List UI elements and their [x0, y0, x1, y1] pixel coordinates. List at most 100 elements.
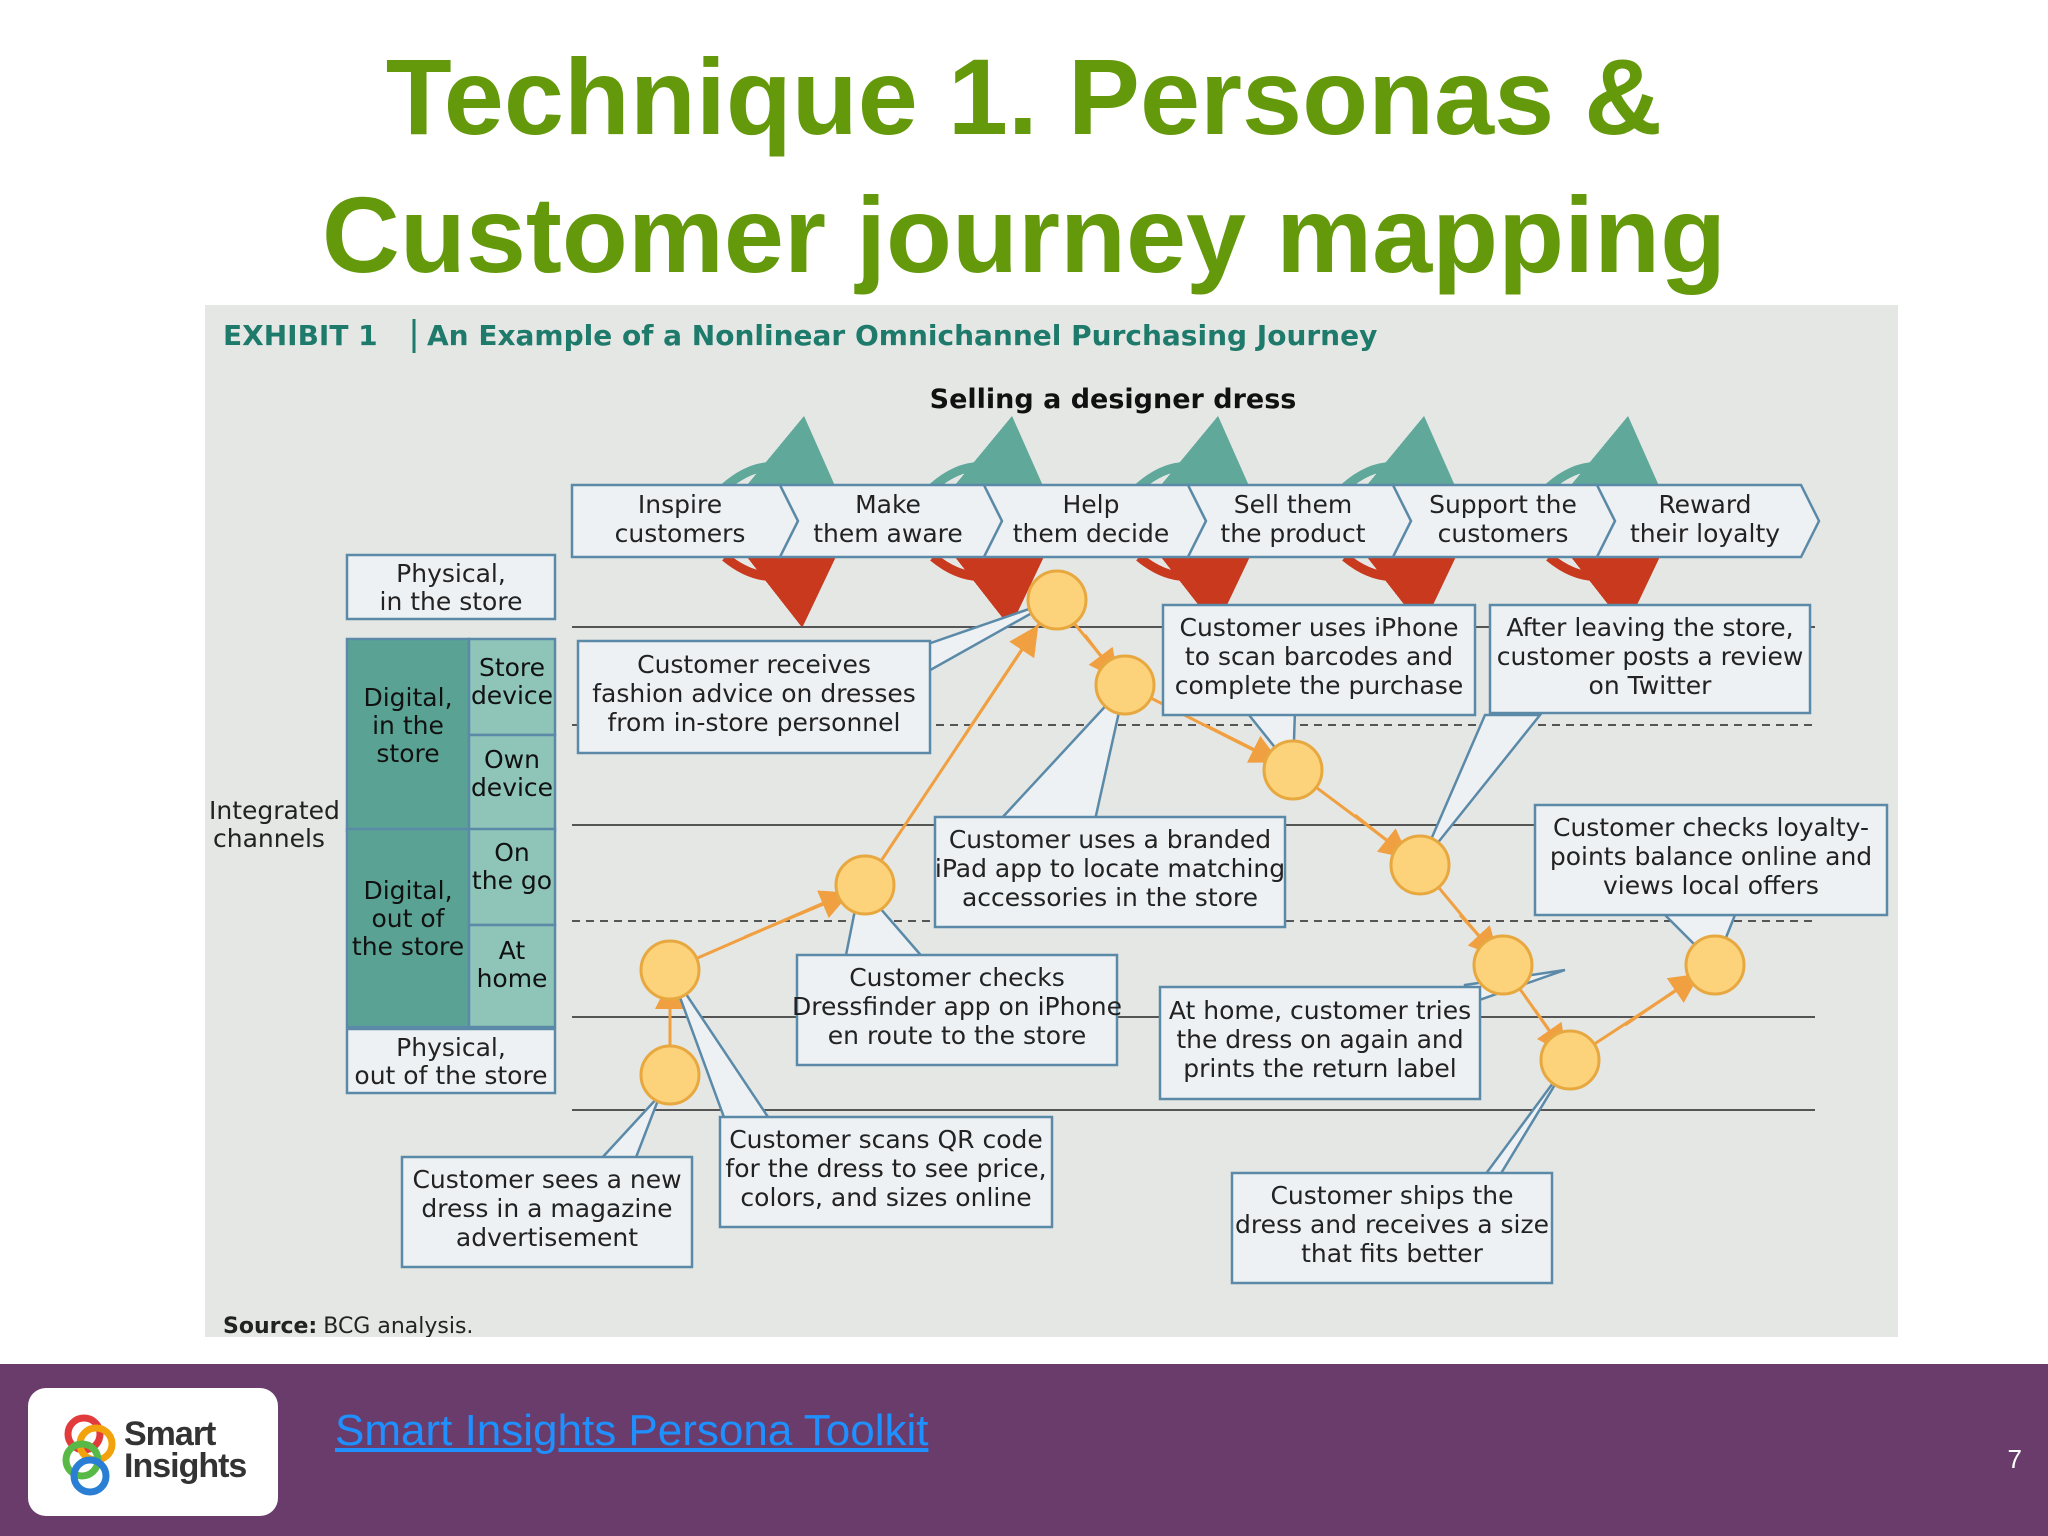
callout-qr-line-3: colors, and sizes online — [740, 1183, 1031, 1212]
slide-title: Technique 1. Personas & Customer journey… — [0, 28, 2048, 304]
exhibit-title: An Example of a Nonlinear Omnichannel Pu… — [427, 319, 1377, 352]
callout-loyalty — [1533, 803, 1889, 917]
callout-magazine-line-1: Customer sees a new — [412, 1165, 681, 1194]
node-dressfinder — [834, 854, 896, 916]
diagram-subtitle: Selling a designer dress — [930, 384, 1297, 415]
callout-ships — [1230, 1171, 1554, 1285]
channel-physical-in-line-2: in the store — [380, 587, 523, 616]
callout-loyalty-line-2: points balance online and — [1550, 842, 1872, 871]
stage-6-line-1: Reward — [1658, 490, 1751, 519]
stage-4-line-1: Sell them — [1234, 490, 1352, 519]
source-label: Source: — [223, 1314, 317, 1337]
slide-title-line-1: Technique 1. Personas & — [385, 36, 1663, 157]
callout-iphone-line-3: complete the purchase — [1175, 671, 1463, 700]
callout-fashion — [576, 639, 932, 755]
callout-ships-line-3: that fits better — [1301, 1239, 1483, 1268]
stage-1-line-1: Inspire — [638, 490, 722, 519]
channel-store-device-line-1: Store — [479, 653, 545, 682]
slide-title-line-2: Customer journey mapping — [321, 174, 1727, 295]
footer-bar: Smart Insights Smart Insights Persona To… — [0, 1364, 2048, 1536]
callout-qr — [718, 1115, 1054, 1229]
stage-5-line-1: Support the — [1429, 490, 1577, 519]
channel-digital-out-line-3: the store — [352, 932, 464, 961]
callout-twitter-line-3: on Twitter — [1589, 671, 1713, 700]
channel-at-home-line-1: At — [499, 936, 526, 965]
integrated-channels-line-2: channels — [213, 824, 325, 853]
node-magazine — [639, 1044, 701, 1106]
smart-insights-logo: Smart Insights — [28, 1388, 278, 1516]
callout-twitter-line-1: After leaving the store, — [1506, 613, 1793, 642]
exhibit-label: EXHIBIT 1 — [223, 319, 378, 352]
callout-ipad-line-2: iPad app to locate matching — [935, 854, 1285, 883]
node-fashion — [1026, 569, 1088, 631]
channel-digital-out-line-2: out of — [372, 904, 446, 933]
callout-tries-line-3: prints the return label — [1183, 1054, 1457, 1083]
channel-store-device-line-2: device — [471, 681, 553, 710]
channel-physical-in-line-1: Physical, — [396, 559, 506, 588]
callout-fashion-line-3: from in-store personnel — [608, 708, 901, 737]
channel-own-device-line-1: Own — [484, 745, 540, 774]
journey-nodes — [639, 569, 1746, 1106]
callout-ships-line-1: Customer ships the — [1270, 1181, 1513, 1210]
stage-chevron-6 — [1594, 483, 1821, 559]
callout-leaders — [597, 598, 1737, 1177]
callout-magazine-line-2: dress in a magazine — [421, 1194, 672, 1223]
stage-2-line-1: Make — [855, 490, 921, 519]
channel-labels: Physical, in the store Digital, in the s… — [209, 553, 557, 1095]
source-note: Source:BCG analysis. — [223, 1314, 473, 1337]
callout-tries — [1158, 985, 1482, 1101]
node-qr — [639, 939, 701, 1001]
callout-qr-line-2: for the dress to see price, — [725, 1154, 1046, 1183]
callout-dressfinder — [795, 953, 1119, 1067]
stage-3-line-1: Help — [1063, 490, 1120, 519]
callout-loyalty-line-1: Customer checks loyalty- — [1553, 813, 1869, 842]
node-loyalty — [1684, 934, 1746, 996]
callout-ipad-line-3: accessories in the store — [962, 883, 1258, 912]
channel-on-the-go-line-1: On — [494, 838, 530, 867]
callout-qr-line-1: Customer scans QR code — [729, 1125, 1043, 1154]
stage-4-line-2: the product — [1220, 519, 1365, 548]
callout-twitter — [1488, 603, 1812, 715]
callout-dressfinder-line-2: Dressfinder app on iPhone — [792, 992, 1122, 1021]
exhibit-image: EXHIBIT 1 An Example of a Nonlinear Omni… — [205, 305, 1898, 1337]
callout-magazine — [400, 1155, 694, 1269]
stage-3-line-2: them decide — [1013, 519, 1170, 548]
callout-dressfinder-line-1: Customer checks — [849, 963, 1065, 992]
channel-digital-out-line-1: Digital, — [363, 876, 452, 905]
journey-diagram: EXHIBIT 1 An Example of a Nonlinear Omni… — [209, 319, 1889, 1337]
stage-6-line-2: their loyalty — [1630, 519, 1780, 548]
logo-word-1: Smart — [124, 1415, 216, 1453]
callout-fashion-line-2: fashion advice on dresses — [592, 679, 916, 708]
stage-2-line-2: them aware — [813, 519, 963, 548]
channel-on-the-go-line-2: the go — [472, 866, 552, 895]
callout-iphone — [1161, 603, 1477, 717]
callout-iphone-line-1: Customer uses iPhone — [1180, 613, 1459, 642]
channel-digital-in-line-1: Digital, — [363, 683, 452, 712]
persona-toolkit-link[interactable]: Smart Insights Persona Toolkit — [335, 1406, 929, 1455]
channel-at-home-line-2: home — [477, 964, 548, 993]
node-ships — [1539, 1029, 1601, 1091]
node-tries — [1472, 934, 1534, 996]
callout-twitter-line-2: customer posts a review — [1497, 642, 1804, 671]
callout-tries-line-2: the dress on again and — [1176, 1025, 1463, 1054]
channel-physical-out-line-1: Physical, — [396, 1033, 506, 1062]
channel-own-device-line-2: device — [471, 773, 553, 802]
node-iphone — [1262, 739, 1324, 801]
callout-iphone-line-2: to scan barcodes and — [1185, 642, 1453, 671]
node-twitter — [1389, 834, 1451, 896]
stage-chevrons — [570, 483, 1821, 559]
node-ipad — [1094, 654, 1156, 716]
callout-magazine-line-3: advertisement — [456, 1223, 638, 1252]
channel-physical-out-line-2: out of the store — [354, 1061, 547, 1090]
callout-ships-line-2: dress and receives a size — [1235, 1210, 1549, 1239]
integrated-channels-line-1: Integrated — [209, 796, 340, 825]
logo-rings-icon — [62, 1414, 116, 1496]
logo-word-2: Insights — [124, 1447, 247, 1485]
callout-dressfinder-line-3: en route to the store — [828, 1021, 1086, 1050]
channel-digital-in-line-2: in the — [372, 711, 444, 740]
callout-loyalty-line-3: views local offers — [1603, 871, 1819, 900]
callout-fashion-line-1: Customer receives — [637, 650, 871, 679]
callout-tries-line-1: At home, customer tries — [1169, 996, 1471, 1025]
callout-ipad-line-1: Customer uses a branded — [949, 825, 1271, 854]
cycle-arrows — [722, 415, 1670, 628]
